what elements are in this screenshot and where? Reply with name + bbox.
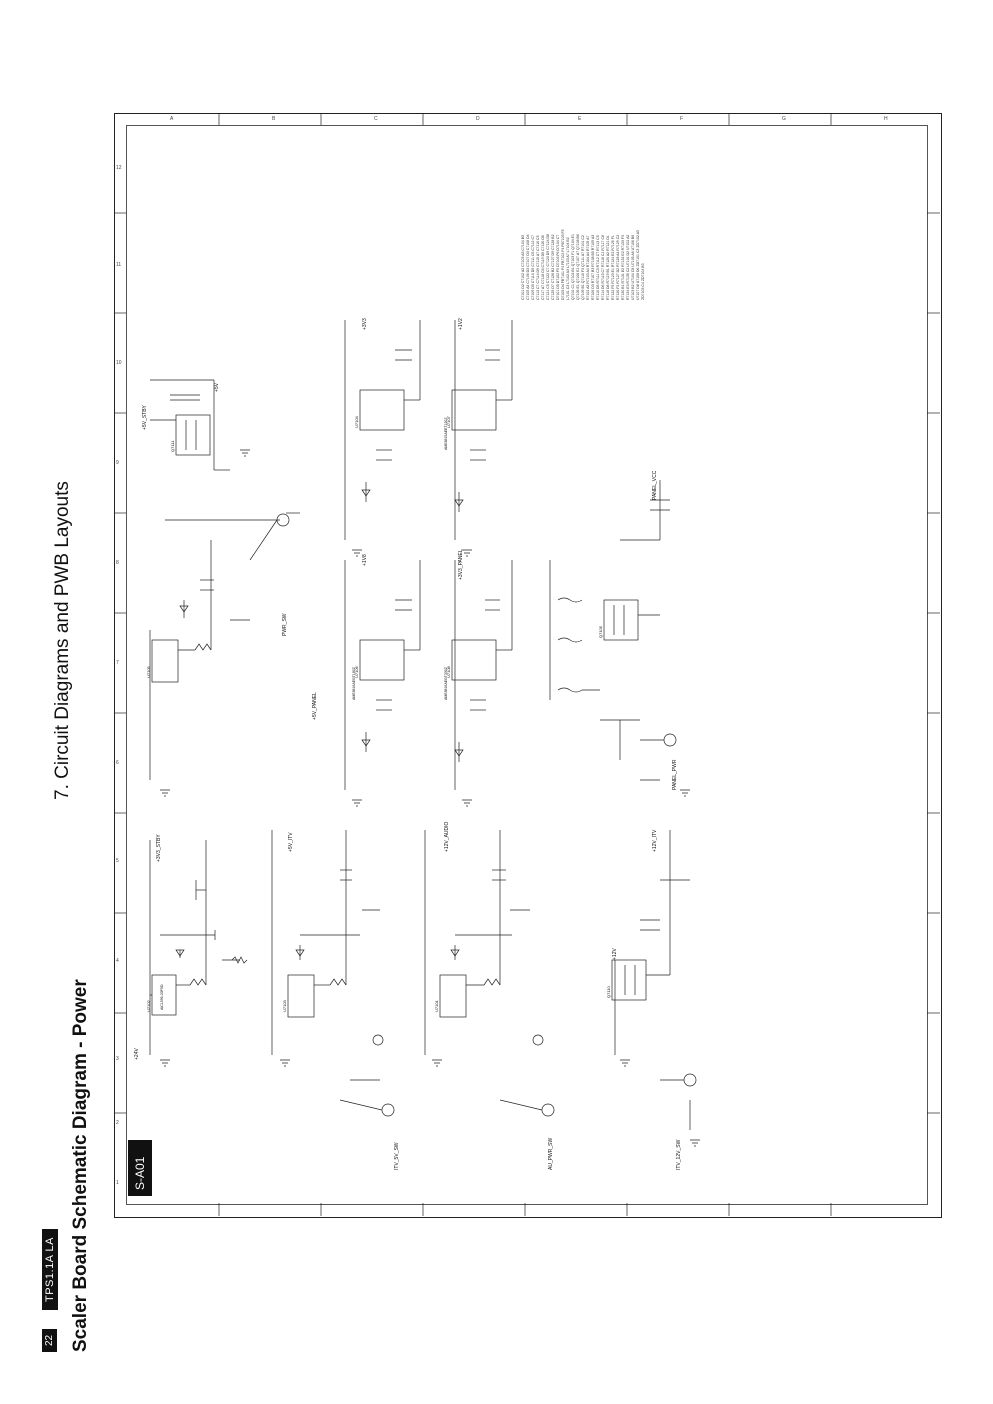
block-panel-regulator	[149, 512, 300, 780]
net-label-12v: +12V	[612, 948, 618, 960]
net-label-itv12: +12V_ITV	[652, 829, 658, 852]
grid-ticks	[114, 113, 940, 1216]
grid-number-12: 12	[116, 165, 122, 171]
fet-label-q7105: Q7105	[598, 625, 603, 638]
ic-label-u7105: U7105	[146, 666, 151, 678]
fet-label-q7110: Q7110	[606, 986, 611, 998]
block-1v8-regulator	[344, 560, 421, 790]
ic-label-u7103: U7103	[282, 1000, 287, 1012]
svg-text:C7113 C7 C7114 D9 C7115 A7: C7113 C7 C7114 D9 C7115 A7 C7116 C5	[536, 235, 540, 300]
svg-text:C7125 D7 C7126 B2 C7127 D9: C7125 D7 C7126 B2 C7127 D9 C7128 B2	[551, 234, 555, 300]
grid-letter-d: D	[476, 116, 480, 122]
net-label-au-sw: AU_PWR_SW	[548, 1137, 554, 1170]
svg-text:R7134 E3 R7135 C2 U7101 D2: R7134 E3 R7135 C2 U7101 D2 U7102 A2	[626, 235, 630, 300]
block-panel33-regulator	[451, 560, 513, 790]
part-number-4: AME8815AEET120Z	[444, 417, 448, 451]
svg-text:R7126 F2 R7127 D2 R7128 A4: R7126 F2 R7127 D2 R7128 A4 R7129 C2	[616, 235, 620, 300]
block-audio-regulator	[424, 830, 555, 1117]
grid-letter-a: A	[170, 116, 174, 122]
svg-text:R7102 A3 R7103 A4 R7104 A4: R7102 A3 R7103 A4 R7104 A4 R7105 A7	[586, 236, 590, 300]
net-label-panel-pwr: PANEL_PWR	[672, 759, 678, 790]
grid-letter-f: F	[680, 116, 684, 122]
fet-label-q7111: Q7111	[170, 440, 175, 452]
ic-label-u7101: U7101	[434, 1000, 439, 1012]
net-label-panel33: +3V3_PANEL	[458, 549, 464, 580]
net-label-5v-stby: +5V_STBY	[142, 405, 148, 430]
svg-text:C7117 A7 C7118 C6 C7119 D5: C7117 A7 C7118 C6 C7119 D5 C7120 D6	[541, 235, 545, 300]
svg-text:R7122 F5 R7123 E1 R7124 E2: R7122 F5 R7123 E1 R7124 E2 R7125 F1	[611, 235, 615, 300]
grid-letter-b: B	[272, 116, 276, 122]
grid-letter-c: C	[374, 116, 378, 122]
block-panel-switch	[549, 480, 677, 781]
svg-text:L7101 C3 L7102 A3 L7103 A7: L7101 C3 L7102 A3 L7103 A7 L7104 B2	[566, 237, 570, 300]
grid-number-3: 3	[116, 1056, 119, 1062]
net-label-1v2: +1V2	[458, 318, 464, 330]
svg-text:Q7105 E1 Q7106 E1 Q7107 A7: Q7105 E1 Q7106 E1 Q7107 A7 Q7108 B6	[576, 234, 580, 300]
grid-number-4: 4	[116, 958, 119, 964]
grid-letter-e: E	[578, 116, 582, 122]
net-label-itv: +5V_ITV	[288, 832, 294, 852]
net-label-itv12-sw: ITV_12V_SW	[676, 1139, 682, 1170]
svg-text:C7109 D5 C7110 D5 C7111 C6: C7109 D5 C7110 D5 C7111 C6 C7112 C7	[531, 235, 535, 300]
block-itv12-switch	[611, 830, 697, 1130]
block-stby-switch	[150, 379, 230, 471]
ground-symbols	[160, 449, 700, 1147]
grid-number-7: 7	[116, 660, 119, 666]
grid-number-1: 1	[116, 1180, 119, 1186]
grid-number-8: 8	[116, 560, 119, 566]
part-number-3: AME8816AEGT330Z	[444, 667, 448, 700]
part-number-1: AIC1596-33P5D	[160, 984, 164, 1011]
ic-label-u7104: U7104	[354, 416, 359, 428]
grid-number-9: 9	[116, 460, 119, 466]
grid-letter-g: G	[782, 116, 786, 122]
net-label-panel: +5V_PANEL	[312, 692, 318, 720]
ic-label-u7102: U7102	[146, 1000, 151, 1012]
schematic-border	[126, 125, 928, 1205]
grid-number-5: 5	[116, 858, 119, 864]
svg-text:Q7109 B1 Q7110 F3 Q7111 A7: Q7109 B1 Q7110 F3 Q7111 A7 R7101 C2	[581, 235, 585, 300]
schematic-frame	[114, 113, 942, 1218]
svg-text:R7106 D3 R7107 B3 R7108 B5: R7106 D3 R7107 B3 R7108 B5 R7109 A3	[591, 235, 595, 300]
svg-text:R7118 D8 R7119 B1 R7120 A2: R7118 D8 R7119 B1 R7120 A2 R7121 D1	[606, 235, 610, 300]
svg-text:U7107 D8 U7108 D6 ZD7101 C: U7107 D8 U7108 D6 ZD7101 C3 ZD7102 A3	[636, 230, 640, 300]
svg-text:C7101 D2 C7102 A2 C7103 A3: C7101 D2 C7102 A2 C7103 A3 C7104 B3	[521, 235, 525, 300]
net-label-audio: +12V_AUDIO	[444, 821, 450, 852]
net-label-3v3: +3V3	[362, 318, 368, 330]
svg-text:ZD7103 C4 ZD7104 B3: ZD7103 C4 ZD7104 B3	[641, 263, 645, 300]
net-label-panel-vcc: PANEL_VCC	[652, 470, 658, 500]
svg-text:U7103 B2 U7104 C8 U7105 A6: U7103 B2 U7104 C8 U7105 A6 U7106 B6	[631, 235, 635, 300]
grid-number-10: 10	[116, 360, 122, 366]
block-stby-regulator	[149, 840, 248, 1055]
sheet-badge: S-A01	[128, 1140, 152, 1196]
svg-text:D7101 D5 D7102 F5 D7103 F6: D7101 D5 D7102 F5 D7103 F6 D7104 C7	[556, 235, 560, 300]
block-1v2-regulator	[451, 320, 513, 540]
net-label-24v: +24V	[134, 1048, 140, 1060]
svg-text:C7105 A3 C7106 D3 C7107 D3: C7105 A3 C7106 D3 C7107 D3 C7108 D4	[526, 234, 530, 300]
net-label-stby: +3V3_STBY	[156, 834, 162, 862]
grid-number-2: 2	[116, 1120, 119, 1126]
grid-letter-h: H	[884, 116, 888, 122]
svg-text:Q7101 C1 Q7102 B1 Q7103 F1: Q7101 C1 Q7102 B1 Q7103 F1 Q7104 E1	[571, 234, 575, 300]
ref-designator-list: C7101 D2 C7102 A2 C7103 A3 C7104 B3 C710…	[521, 229, 645, 300]
grid-number-6: 6	[116, 760, 119, 766]
block-itv-regulator	[271, 830, 395, 1117]
svg-text:R7114 D6 R7115 C7 R7116 C1: R7114 D6 R7115 C7 R7116 C1 R7117 C8	[601, 235, 605, 300]
net-label-5v: +5V	[214, 382, 220, 392]
svg-text:C7121 C5 C7122 C7 C7123 D9: C7121 C5 C7122 C7 C7123 D9 C7124 D8	[546, 234, 550, 300]
net-label-itv-sw: ITV_5V_SW	[394, 1142, 400, 1170]
block-3v3-regulator	[344, 320, 421, 540]
svg-text:R7130 B1 R7131 E2 R7132 E2: R7130 B1 R7131 E2 R7132 E2 R7133 F3	[621, 235, 625, 300]
part-number-2: AME8816AEGT180Z	[352, 667, 356, 700]
svg-text:R7110 D5 R7111 C3 R7112 C7: R7110 D5 R7111 C3 R7112 C7 R7113 C5	[596, 235, 600, 300]
net-label-pwr-sw: PWR_SW	[282, 613, 288, 637]
grid-number-11: 11	[116, 262, 122, 268]
net-label-1v8: +1V8	[362, 554, 368, 566]
svg-text:D7105 D4 FB7101 F4 FB7102: D7105 D4 FB7101 F4 FB7102 F4 FB7103 F5	[561, 229, 565, 300]
